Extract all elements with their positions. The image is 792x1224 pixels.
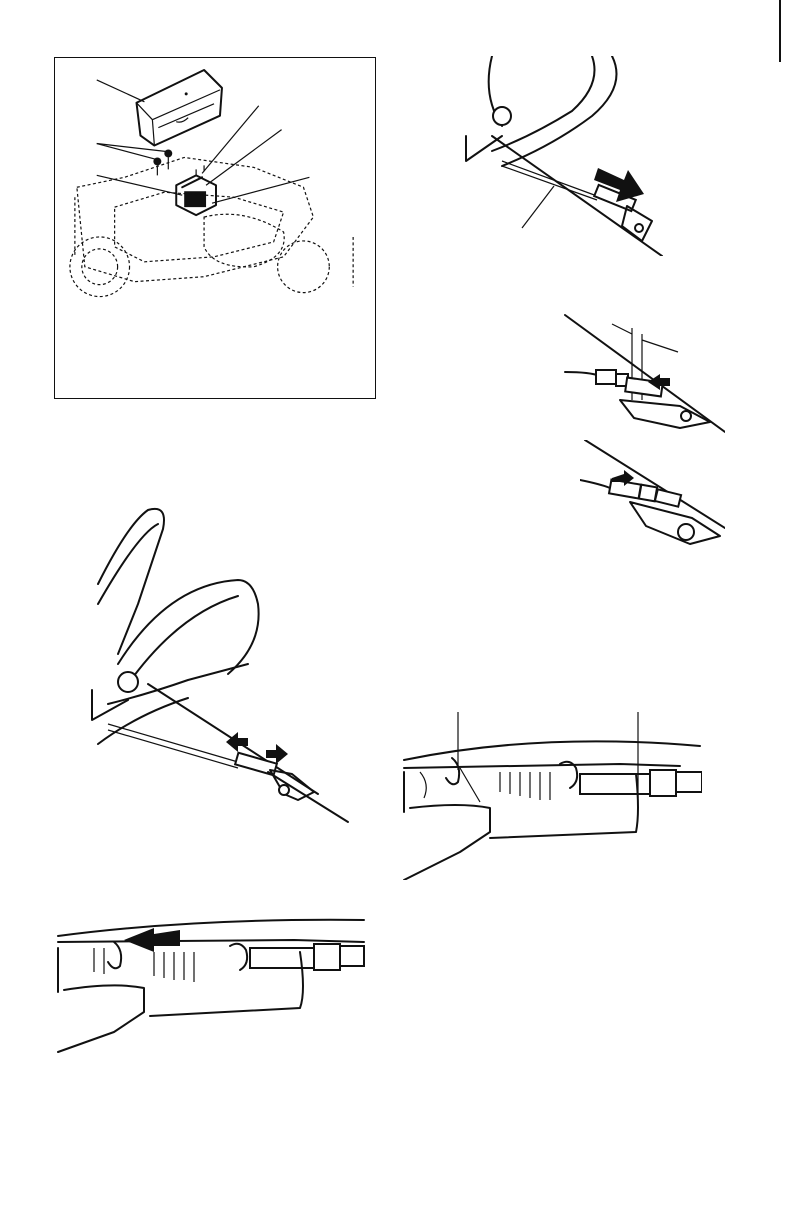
cable-gap-drawing (560, 310, 725, 435)
cable-pull-figure (462, 56, 692, 256)
page-edge-mark (779, 0, 781, 62)
cable-adjust-figure (580, 440, 725, 550)
bail-arrow-figure (54, 912, 366, 1058)
bail-arrow-drawing (54, 912, 366, 1058)
bail-side-figure (400, 712, 702, 880)
battery-cover-figure (54, 57, 376, 399)
cable-adjust-handle-figure (88, 504, 360, 844)
handle-drawing (88, 504, 360, 844)
bail-side-drawing (400, 712, 702, 880)
cable-pull-drawing (462, 56, 692, 256)
battery-cover-drawing (55, 58, 375, 398)
cable-adjust-drawing (580, 440, 725, 550)
cable-gap-figure (560, 310, 725, 435)
